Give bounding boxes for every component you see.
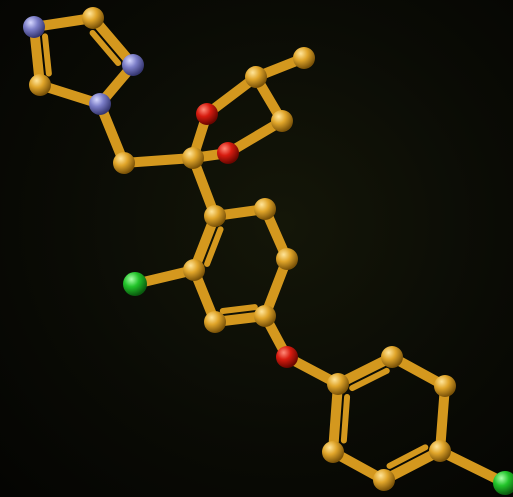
atom-o-19: [276, 346, 298, 368]
atom-cl-18: [123, 272, 147, 296]
bond-c-c-28: [328, 379, 343, 457]
atom-c-1: [82, 7, 104, 29]
atom-c-17: [183, 259, 205, 281]
atom-n-0: [23, 16, 45, 38]
bond-c-cl-29: [435, 446, 510, 488]
bond-c-c-19-second: [204, 226, 224, 267]
atom-c-6: [182, 147, 204, 169]
atom-c-14: [276, 248, 298, 270]
atom-c-10: [271, 110, 293, 132]
atom-o-7: [196, 103, 218, 125]
bonds-layer: [29, 13, 510, 488]
atom-n-3: [89, 93, 111, 115]
atom-c-20: [327, 373, 349, 395]
atom-c-25: [322, 441, 344, 463]
atom-c-5: [113, 152, 135, 174]
atom-n-2: [122, 54, 144, 76]
bond-c-n-1-second: [89, 29, 122, 67]
atom-c-16: [204, 311, 226, 333]
atom-cl-26: [493, 471, 513, 495]
atoms-layer: [23, 7, 513, 495]
bond-c-n-4-second: [42, 33, 52, 77]
atom-o-11: [217, 142, 239, 164]
atom-c-8: [245, 66, 267, 88]
atom-c-9: [293, 47, 315, 69]
atom-c-24: [373, 469, 395, 491]
atom-c-23: [429, 440, 451, 462]
bond-c-c-17-second: [219, 304, 258, 314]
atom-c-4: [29, 74, 51, 96]
bond-c-c-6: [119, 153, 198, 168]
atom-c-12: [204, 205, 226, 227]
atom-c-22: [434, 375, 456, 397]
atom-c-13: [254, 198, 276, 220]
bond-c-c-28-second: [340, 393, 351, 444]
bond-c-c-23-second: [349, 367, 390, 392]
bond-c-c-26-second: [386, 444, 429, 469]
atom-c-21: [381, 346, 403, 368]
atom-c-15: [254, 305, 276, 327]
